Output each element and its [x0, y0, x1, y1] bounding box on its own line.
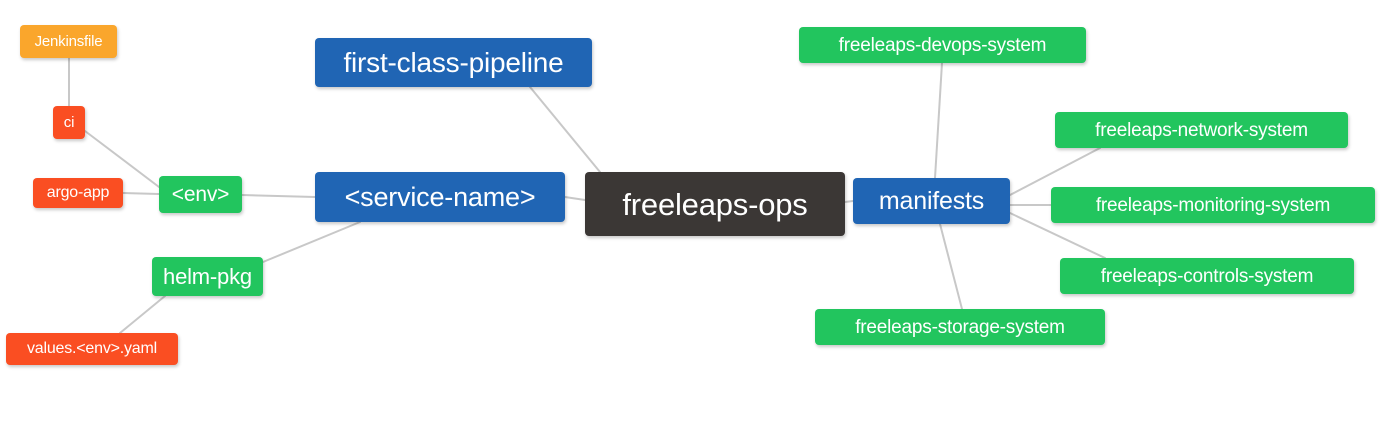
- edge-env-to-argo-app: [122, 192, 160, 195]
- node-freeleaps-storage-system[interactable]: freeleaps-storage-system: [815, 309, 1105, 345]
- node-label-service-name: <service-name>: [344, 181, 536, 212]
- node-label-freeleaps-ops: freeleaps-ops: [622, 186, 808, 222]
- node-freeleaps-network-system[interactable]: freeleaps-network-system: [1055, 112, 1348, 148]
- edge-helm-pkg-to-values-yaml: [119, 295, 166, 334]
- node-label-freeleaps-network-system: freeleaps-network-system: [1095, 119, 1308, 141]
- node-helm-pkg[interactable]: helm-pkg: [152, 257, 263, 296]
- node-freeleaps-monitoring-system[interactable]: freeleaps-monitoring-system: [1051, 187, 1375, 223]
- node-label-values-yaml: values.<env>.yaml: [26, 340, 157, 357]
- edge-manifests-to-freeleaps-storage-system: [939, 223, 963, 310]
- node-freeleaps-devops-system[interactable]: freeleaps-devops-system: [799, 27, 1086, 63]
- node-freeleaps-controls-system[interactable]: freeleaps-controls-system: [1060, 258, 1354, 294]
- node-label-env: <env>: [171, 183, 230, 206]
- node-first-class-pipeline[interactable]: first-class-pipeline: [315, 38, 592, 87]
- node-label-freeleaps-controls-system: freeleaps-controls-system: [1100, 265, 1314, 287]
- node-label-freeleaps-storage-system: freeleaps-storage-system: [855, 316, 1065, 338]
- edge-freeleaps-ops-to-manifests: [844, 200, 854, 203]
- node-label-manifests: manifests: [878, 186, 985, 215]
- node-argo-app[interactable]: argo-app: [33, 178, 123, 208]
- edge-service-name-to-helm-pkg: [262, 221, 361, 263]
- node-label-argo-app: argo-app: [46, 184, 110, 201]
- node-values-yaml[interactable]: values.<env>.yaml: [6, 333, 178, 365]
- node-ci[interactable]: ci: [53, 106, 85, 139]
- node-label-freeleaps-devops-system: freeleaps-devops-system: [838, 34, 1047, 56]
- node-label-jenkinsfile: Jenkinsfile: [34, 33, 103, 50]
- node-label-ci: ci: [63, 114, 75, 131]
- edge-service-name-to-env: [241, 194, 316, 198]
- node-freeleaps-ops[interactable]: freeleaps-ops: [585, 172, 845, 236]
- node-label-first-class-pipeline: first-class-pipeline: [343, 46, 564, 78]
- node-jenkinsfile[interactable]: Jenkinsfile: [20, 25, 117, 58]
- edge-manifests-to-freeleaps-devops-system: [934, 62, 943, 179]
- node-service-name[interactable]: <service-name>: [315, 172, 565, 222]
- node-env[interactable]: <env>: [159, 176, 242, 213]
- edge-freeleaps-ops-to-first-class-pipeline: [529, 86, 601, 173]
- node-manifests[interactable]: manifests: [853, 178, 1010, 224]
- edge-freeleaps-ops-to-service-name: [564, 196, 586, 201]
- node-label-freeleaps-monitoring-system: freeleaps-monitoring-system: [1095, 194, 1331, 216]
- node-label-helm-pkg: helm-pkg: [163, 263, 252, 289]
